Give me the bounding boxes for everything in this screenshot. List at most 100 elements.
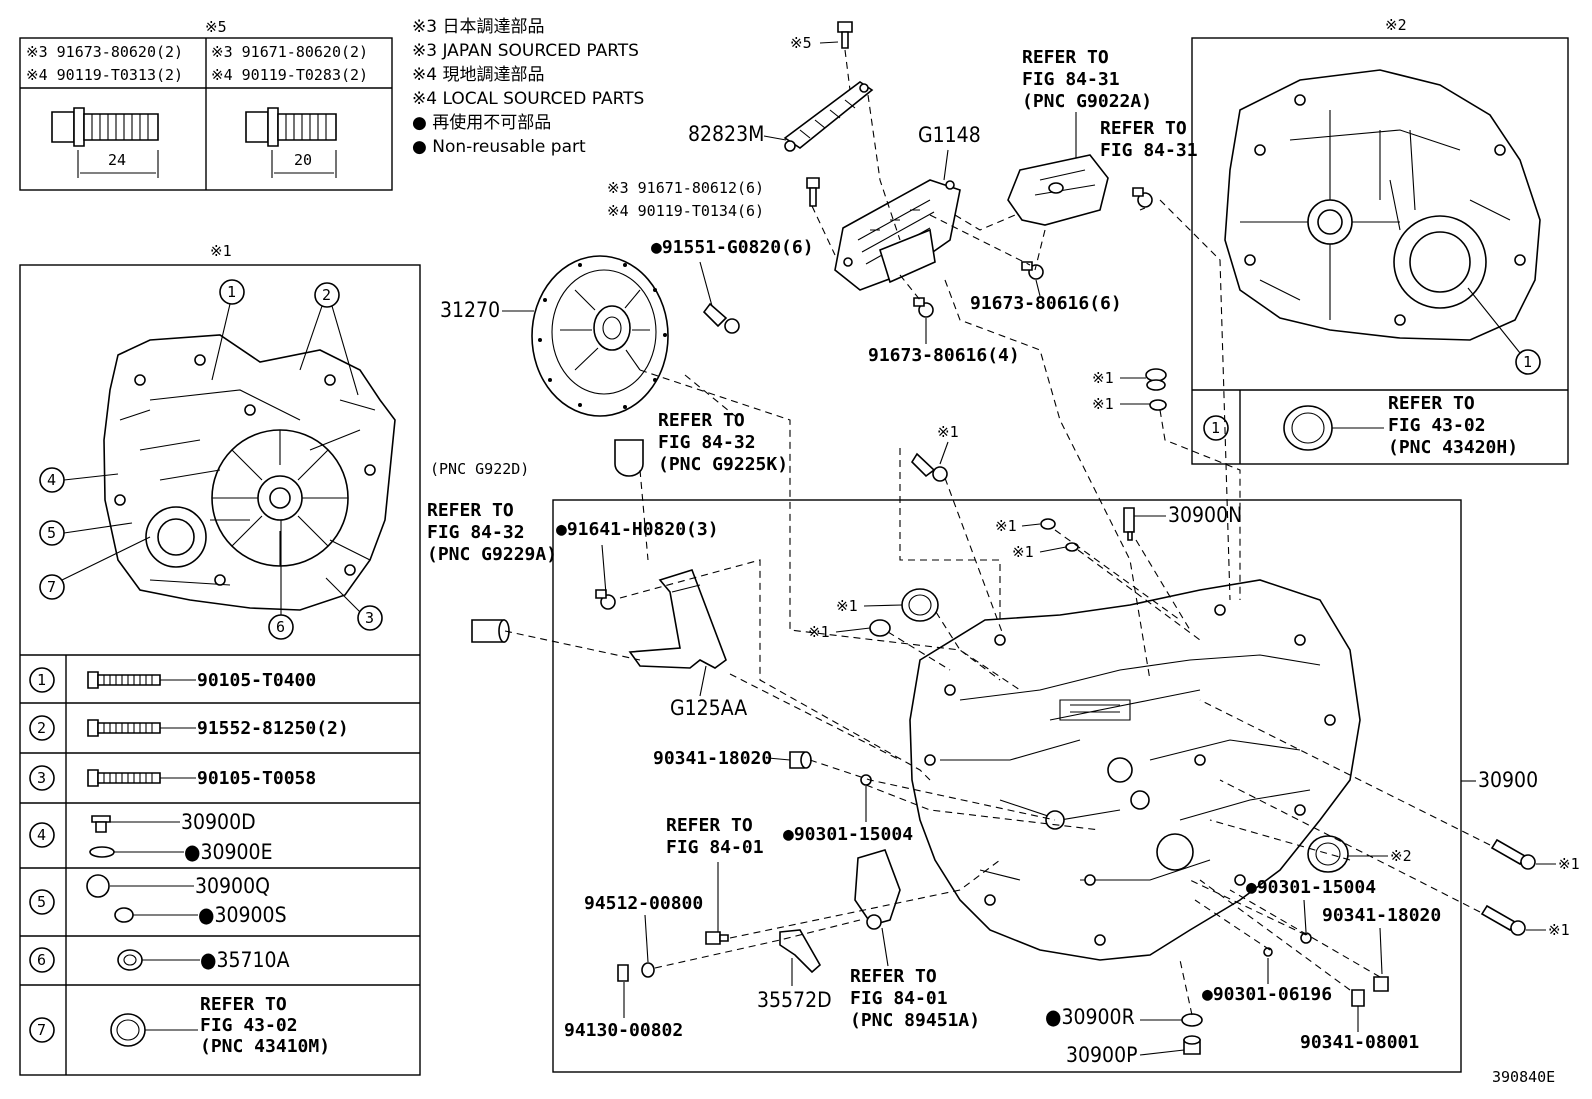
svg-text:4: 4 — [47, 471, 56, 489]
part-30900r: ●30900R — [1045, 1005, 1135, 1029]
bolt-icon — [910, 452, 948, 482]
plug-icon — [1373, 976, 1389, 992]
ref-43410m-line1: REFER TO — [200, 994, 287, 1015]
clutch-disc-31270 — [531, 255, 669, 417]
oil-seal-icon — [1307, 835, 1349, 873]
svg-text:7: 7 — [47, 578, 56, 596]
bolt-icon — [837, 21, 853, 49]
part-90105-t0058: 90105-T0058 — [197, 768, 316, 789]
legend-line-2: ※3 JAPAN SOURCED PARTS — [412, 41, 639, 61]
svg-text:6: 6 — [37, 951, 46, 969]
part-30900q: 30900Q — [195, 874, 270, 898]
part-91673-80616-6: 91673-80616(6) — [970, 293, 1122, 314]
part-90341-08001: 90341-08001 — [1300, 1032, 1419, 1053]
mark-1: ※1 — [1012, 543, 1034, 561]
ref-g9022a-line1: REFER TO — [1022, 47, 1109, 68]
washer-icon — [1065, 542, 1079, 552]
table-row: 6 ●35710A — [29, 947, 290, 973]
sensor-89451a — [854, 849, 901, 930]
bolt-icon — [1480, 904, 1526, 936]
part-82823m: 82823M — [688, 122, 764, 146]
ref-g9229a-line1: REFER TO — [427, 500, 514, 521]
bolt-icon — [705, 931, 729, 945]
ref-g9225k-line3: (PNC G9225K) — [658, 454, 788, 475]
plug-icon — [1145, 368, 1167, 391]
legend-line-3: ※4 現地調達部品 — [412, 65, 544, 85]
svg-text:2: 2 — [322, 286, 331, 304]
svg-text:6: 6 — [276, 618, 285, 636]
transmission-case-right-view — [1224, 69, 1541, 341]
oil-seal-icon — [901, 588, 939, 622]
box-5: ※5 ※3 91673-80620(2) ※4 90119-T0313(2) ※… — [19, 18, 393, 191]
part-91552-81250: 91552-81250(2) — [197, 718, 349, 739]
legend-line-6: ● Non-reusable part — [412, 137, 586, 157]
mark-1: ※1 — [1548, 921, 1570, 939]
callout-6: 6 — [268, 520, 294, 640]
valve-body-g1148 — [834, 179, 961, 291]
mark-1: ※1 — [995, 517, 1017, 535]
callout-1: 1 — [211, 279, 245, 381]
part-90341-18020-b: 90341-18020 — [1322, 905, 1441, 926]
bolt-icon — [1132, 187, 1153, 208]
bracket-35572d — [779, 929, 822, 974]
part-91641-h0820: ●91641-H0820(3) — [556, 519, 719, 540]
ref-g9022a-line3: (PNC G9022A) — [1022, 91, 1152, 112]
box-5-title: ※5 — [205, 18, 227, 36]
part-91673-80616-4: 91673-80616(4) — [868, 345, 1020, 366]
mark-1: ※1 — [1092, 369, 1114, 387]
ref-8431-line1: REFER TO — [1100, 118, 1187, 139]
washer-icon — [1149, 399, 1167, 411]
svg-text:3: 3 — [37, 769, 46, 787]
svg-text:7: 7 — [37, 1021, 46, 1039]
part-91551-g0820: ●91551-G0820(6) — [651, 237, 814, 258]
box-5-left-line2: ※4 90119-T0313(2) — [26, 66, 183, 84]
callout-5: 5 — [39, 520, 133, 546]
svg-text:1: 1 — [227, 283, 236, 301]
assembly-lines — [504, 49, 1491, 1016]
mark-1: ※1 — [937, 423, 959, 441]
ref-43420h-line2: FIG 43-02 — [1388, 415, 1486, 436]
box-5-right-dim: 20 — [294, 151, 312, 169]
mark-5: ※5 — [790, 34, 812, 52]
legend: ※3 日本調達部品 ※3 JAPAN SOURCED PARTS ※4 現地調達… — [412, 17, 644, 157]
box-2-row-num: 1 — [1211, 419, 1220, 437]
sensor-30900n — [1123, 507, 1135, 541]
part-94130-00802: 94130-00802 — [564, 1020, 683, 1041]
plug-icon — [1351, 989, 1365, 1007]
ref-43420h-line3: (PNC 43420H) — [1388, 437, 1518, 458]
ref-g9225k-line2: FIG 84-32 — [658, 432, 756, 453]
mark-1: ※1 — [1558, 855, 1580, 873]
diagram-code: 390840E — [1492, 1068, 1555, 1086]
pipe-g125aa — [628, 569, 727, 669]
part-30900n: 30900N — [1168, 503, 1242, 527]
part-30900p: 30900P — [1066, 1043, 1137, 1067]
legend-line-5: ● 再使用不可部品 — [412, 112, 551, 133]
bolt-90119-t0134: ※4 90119-T0134(6) — [607, 202, 764, 220]
svg-text:2: 2 — [37, 719, 46, 737]
callout-3: 3 — [325, 577, 383, 631]
part-90105-t0400: 90105-T0400 — [197, 670, 316, 691]
part-90341-18020-a: 90341-18020 — [653, 748, 772, 769]
washer-icon — [1181, 1013, 1203, 1027]
part-90301-06196: ●90301-06196 — [1202, 984, 1332, 1005]
callout-7: 7 — [39, 536, 151, 600]
box-2: ※2 1 1 REFER TO FIG 43-02 (PNC 43420H) — [1191, 16, 1569, 465]
cover-g9022a — [1007, 154, 1109, 226]
ref-g9229a-line2: FIG 84-32 — [427, 522, 525, 543]
washer-icon — [869, 619, 891, 637]
svg-text:5: 5 — [47, 524, 56, 542]
box-5-right-line1: ※3 91671-80620(2) — [211, 43, 368, 61]
washer-icon — [1300, 932, 1312, 944]
callout-2: 2 — [299, 282, 359, 396]
box-1-title: ※1 — [210, 242, 232, 260]
bracket-82823m — [783, 81, 874, 152]
mark-1: ※1 — [1092, 395, 1114, 413]
bolt-icon — [245, 107, 337, 178]
ref-8401a-line1: REFER TO — [666, 815, 753, 836]
ref-43410m-line3: (PNC 43410M) — [200, 1036, 330, 1057]
part-30900d: 30900D — [181, 810, 256, 834]
bolt-icon — [913, 297, 934, 318]
ref-8401a-line2: FIG 84-01 — [666, 837, 764, 858]
bolt-icon — [702, 302, 740, 334]
